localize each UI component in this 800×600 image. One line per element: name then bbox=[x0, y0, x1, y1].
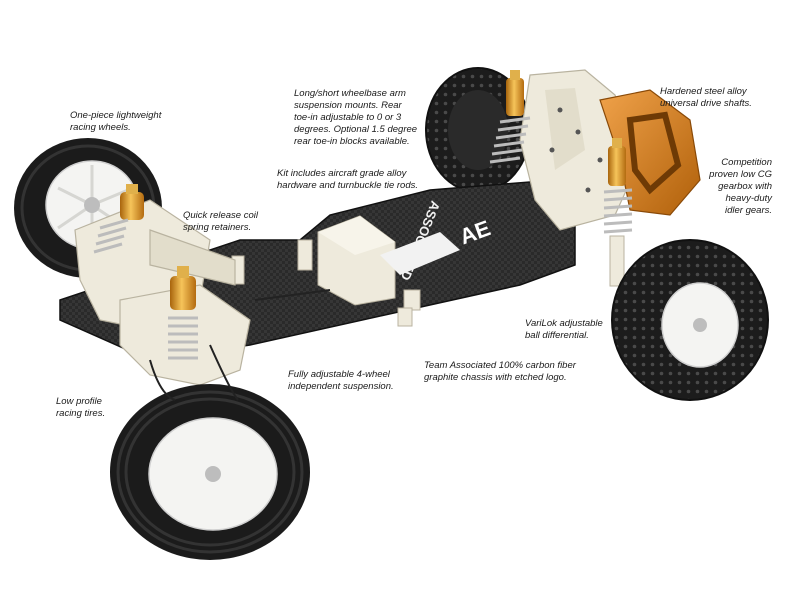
callout-line: graphite chassis with etched logo. bbox=[424, 372, 567, 383]
callout-line: independent suspension. bbox=[288, 381, 394, 392]
callout-racing-wheels: One-piece lightweight racing wheels. bbox=[70, 110, 161, 134]
callout-line: gearbox with bbox=[718, 181, 772, 192]
front-left-shock bbox=[93, 184, 144, 254]
callout-chassis: Team Associated 100% carbon fiber graphi… bbox=[424, 360, 576, 384]
callout-line: Competition bbox=[721, 157, 772, 168]
battery-tray bbox=[317, 215, 396, 306]
callout-differential: VariLok adjustable ball differential. bbox=[525, 318, 603, 342]
callout-line: universal drive shafts. bbox=[660, 98, 752, 109]
callout-line: Long/short wheelbase arm bbox=[294, 88, 406, 99]
callout-hardware: Kit includes aircraft grade alloy hardwa… bbox=[277, 168, 418, 192]
callout-line: proven low CG bbox=[709, 169, 772, 180]
callout-line: suspension mounts. Rear bbox=[294, 100, 402, 111]
callout-gearbox: Competition proven low CG gearbox with h… bbox=[698, 157, 772, 217]
callout-line: Kit includes aircraft grade alloy bbox=[277, 168, 407, 179]
callout-line: Low profile bbox=[56, 396, 102, 407]
front-right-shock bbox=[168, 266, 198, 360]
callout-line: VariLok adjustable bbox=[525, 318, 603, 329]
callout-line: rear toe-in blocks available. bbox=[294, 136, 410, 147]
callout-line: spring retainers. bbox=[183, 222, 252, 233]
callout-line: One-piece lightweight bbox=[70, 110, 162, 121]
callout-line: degrees. Optional 1.5 degree bbox=[294, 124, 418, 135]
callout-line: heavy-duty bbox=[725, 193, 772, 204]
callout-line: Team Associated 100% carbon fiber bbox=[424, 360, 576, 371]
callout-tires: Low profile racing tires. bbox=[56, 396, 105, 420]
callout-line: racing wheels. bbox=[70, 122, 131, 133]
rear-right-wheel bbox=[611, 239, 769, 401]
callout-drive-shafts: Hardened steel alloy universal drive sha… bbox=[660, 86, 752, 110]
rear-right-shock bbox=[603, 138, 633, 287]
rear-left-shock bbox=[489, 70, 531, 164]
tie-rods bbox=[149, 289, 331, 401]
callout-line: toe-in adjustable to 0 or 3 bbox=[294, 112, 402, 123]
callout-line: ball differential. bbox=[525, 330, 589, 341]
front-right-wheel bbox=[110, 384, 310, 560]
callout-line: Fully adjustable 4-wheel bbox=[288, 369, 390, 380]
callout-suspension: Fully adjustable 4-wheel independent sus… bbox=[288, 369, 394, 393]
callout-line: Hardened steel alloy bbox=[660, 86, 747, 97]
callout-coil-spring: Quick release coil spring retainers. bbox=[183, 210, 258, 234]
callout-line: idler gears. bbox=[725, 205, 772, 216]
callout-line: racing tires. bbox=[56, 408, 106, 419]
callout-line: hardware and turnbuckle tie rods. bbox=[277, 180, 418, 191]
callout-line: Quick release coil bbox=[183, 210, 258, 221]
callout-wheelbase: Long/short wheelbase arm suspension moun… bbox=[294, 88, 417, 148]
